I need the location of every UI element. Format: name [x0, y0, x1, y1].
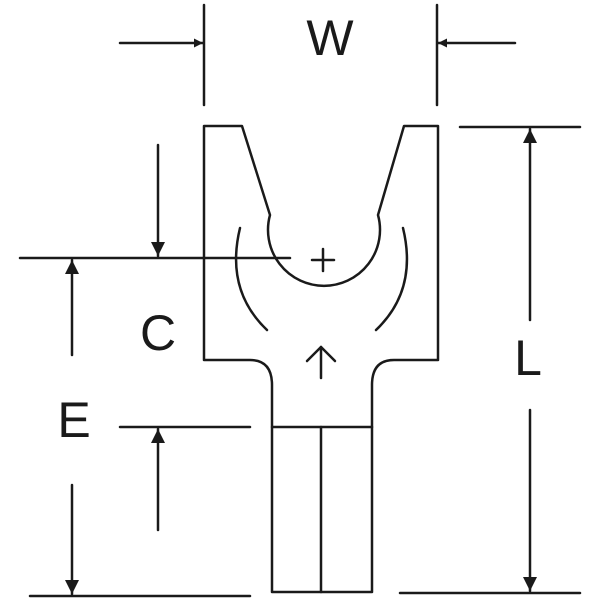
- dimension-label-l: L: [514, 330, 542, 386]
- stud-arc-right: [374, 226, 409, 332]
- dimension-label-w: W: [306, 10, 354, 66]
- dimension-label-e: E: [57, 392, 90, 448]
- inner-up-arrow-head: [305, 345, 337, 363]
- dimension-label-c: C: [140, 305, 176, 361]
- terminal-outline: [202, 124, 440, 594]
- stud-arc-left: [234, 226, 269, 332]
